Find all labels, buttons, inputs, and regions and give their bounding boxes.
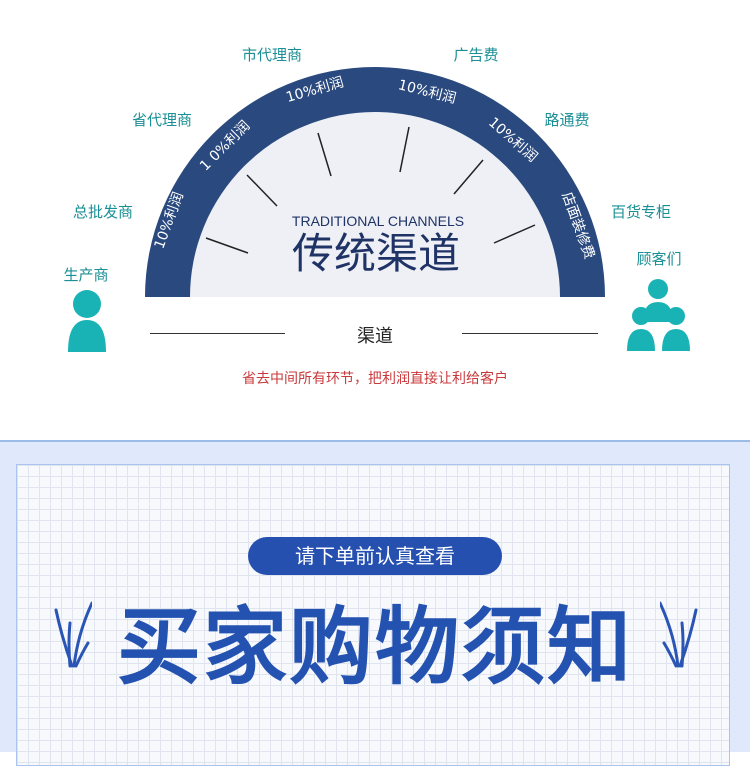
title-cn: 传统渠道 [292,229,460,278]
notice-pill: 请下单前认真查看 [248,537,502,575]
label-department-counter: 百货专柜 [610,203,672,221]
grass-left-icon [54,601,92,668]
grass-right-icon [660,601,698,668]
label-producer: 生产商 [63,266,109,284]
customers-icon [627,279,690,351]
spoke-lines [205,126,536,254]
divider-right [462,333,598,334]
traditional-channel-arc: 10%利润 1 0%利润 10%利润 10%利润 10%利润 店面装修费 TRA… [68,67,690,352]
notice-title: 买家购物须知 [116,598,634,696]
label-provincial-agent: 省代理商 [131,111,193,129]
subtitle-en: TRADITIONAL CHANNELS [292,213,464,229]
label-city-agent: 市代理商 [241,46,303,64]
producer-icon [68,290,106,352]
label-general-wholesaler: 总批发商 [72,203,134,221]
notice-panel [0,440,750,766]
label-advertising-fee: 广告费 [453,46,499,64]
divider-left [150,333,285,334]
savings-note: 省去中间所有环节，把利润直接让利给客户 [242,371,508,387]
channel-label: 渠道 [357,326,393,347]
label-channel-fee: 路通费 [544,111,590,129]
grid-background [16,464,730,766]
label-customers: 顾客们 [636,250,682,268]
